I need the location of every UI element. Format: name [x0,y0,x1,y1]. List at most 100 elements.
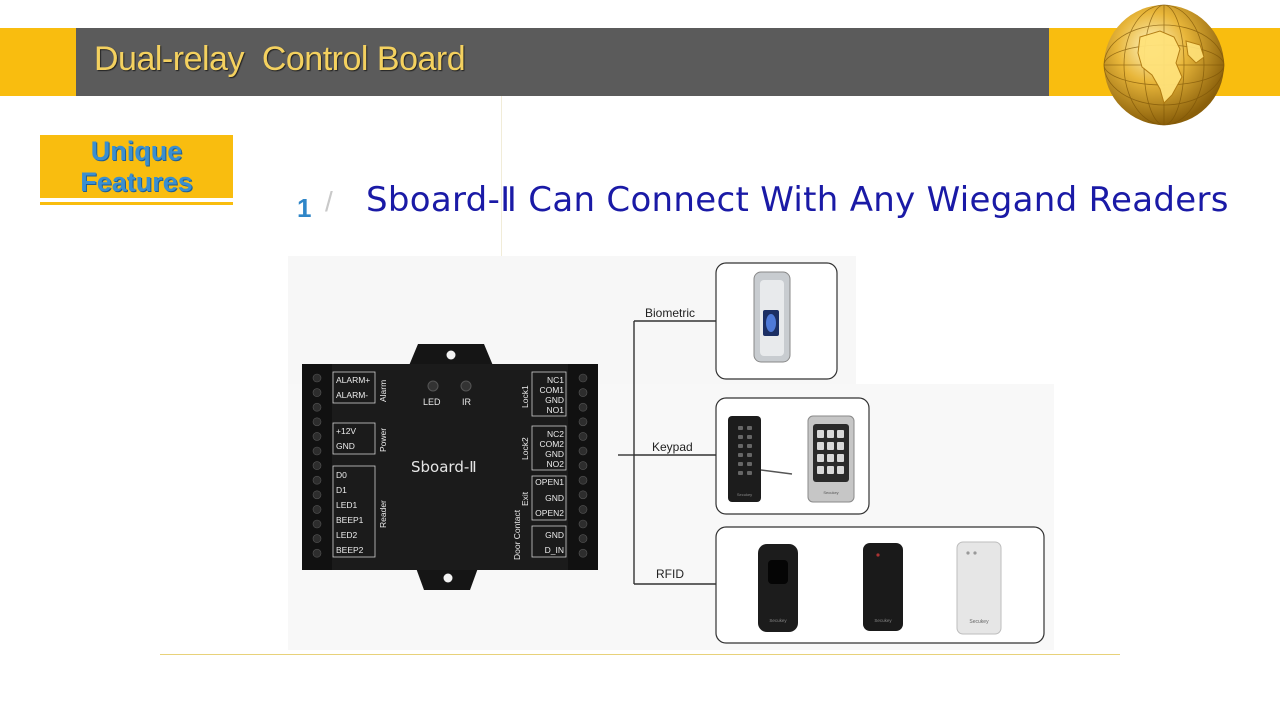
page-title: Dual-relay Control Board [94,40,466,78]
keypad-key [827,466,834,474]
label-rfid: RFID [656,567,684,581]
pin-led1: LED1 [336,500,358,510]
terminal-screw [312,519,322,529]
connection-lines [618,320,716,585]
board-bottom-hole [443,573,453,583]
keypad-key [837,466,844,474]
divider-line [501,96,502,256]
brand-mark-rfid-2: Secukey [874,618,892,623]
rfid-reader-2-icon: Secukey [863,543,903,631]
pin-door-gnd: GND [545,530,564,540]
terminal-screw [312,505,322,514]
pin-no1: NO1 [547,405,565,415]
keypad-key [817,466,824,474]
terminal-screw [578,388,588,397]
fingerprint-reader-icon [753,271,791,363]
badge-line-2: Features [80,167,193,197]
terminal-screw [578,432,588,441]
keypad-key [747,444,752,448]
left-group-boxes [332,371,376,558]
pin-power-gnd: GND [336,441,355,451]
terminal-screw [312,446,322,456]
keypad-key [738,453,743,457]
brand-mark-rfid-3: Secukey [969,619,989,625]
keypad-reader-black-icon: Secukey [728,416,793,502]
keypad-key [837,430,844,438]
keypad-key [738,462,743,466]
label-keypad: Keypad [652,440,693,454]
pin-exit-gnd: GND [545,493,564,503]
badge-line-1: Unique [90,136,183,166]
rfid-reader-1-icon: Secukey [758,544,798,632]
terminal-screw [312,432,322,441]
keypad-key [738,426,743,430]
terminal-screw [312,388,322,397]
keypad-reader-metal-icon: Secukey [807,415,855,503]
group-alarm: Alarm [378,380,388,402]
header-title-bar [76,28,1049,96]
pin-d1: D1 [336,485,347,495]
feature-number: 1 [297,193,312,223]
terminal-screw [578,373,588,383]
brand-mark-keypad-metal: Secukey [823,490,838,495]
keypad-key [837,454,844,462]
terminal-screw [312,373,322,383]
right-screws [578,373,588,558]
board-body [302,364,598,570]
diagram-canvas: LED IR Sboard-Ⅱ ALARM+ ALARM- +12V GND D… [302,262,1045,644]
keypad-key [837,442,844,450]
keypad-key [827,430,834,438]
terminal-screw [312,548,322,558]
terminal-screw [578,446,588,456]
terminal-screw [312,402,322,412]
brand-mark-rfid-1: Secukey [769,618,787,623]
board-name: Sboard-Ⅱ [411,458,477,476]
terminal-screw [578,402,588,412]
pin-d-in: D_IN [545,545,564,555]
globe-icon [1103,4,1225,126]
footer-divider [160,654,1120,655]
left-screws [312,373,322,558]
brand-mark-keypad-black: Secukey [737,492,752,497]
pin-beep2: BEEP2 [336,545,364,555]
keypad-key [817,454,824,462]
terminal-screw [312,475,322,485]
board-top-hole [446,350,456,360]
keypad-key [738,444,743,448]
terminal-screw [578,475,588,485]
terminal-screw [578,505,588,514]
terminal-screw [578,519,588,529]
group-door-contact: Door Contact [512,509,522,560]
feature-separator: / [325,186,333,217]
keypad-key [738,471,743,475]
pin-nc1: NC1 [547,375,564,385]
group-power: Power [378,428,388,452]
pin-12v: +12V [336,426,356,436]
terminal-screw [312,417,322,427]
group-reader: Reader [378,500,388,528]
keypad-key [747,426,752,430]
unique-features-badge: Unique Features [40,135,233,198]
pin-beep1: BEEP1 [336,515,364,525]
terminal-screw [312,534,322,543]
led-label: LED [423,397,441,407]
keypad-key [738,435,743,439]
terminal-screw [578,534,588,543]
keypad-key [747,462,752,466]
group-lock2: Lock2 [520,437,530,460]
ir-indicator [460,380,472,392]
pin-open1: OPEN1 [535,477,564,487]
keypad-key [827,454,834,462]
ir-label: IR [462,397,472,407]
terminal-screw [578,490,588,500]
led-indicator [427,380,439,392]
pin-open2: OPEN2 [535,508,564,518]
keypad-key [747,471,752,475]
terminal-screw [578,461,588,470]
keypad-key [817,430,824,438]
terminal-screw [578,417,588,427]
pin-no2: NO2 [547,459,565,469]
label-biometric: Biometric [645,306,695,320]
group-lock1: Lock1 [520,385,530,408]
keypad-key [747,435,752,439]
